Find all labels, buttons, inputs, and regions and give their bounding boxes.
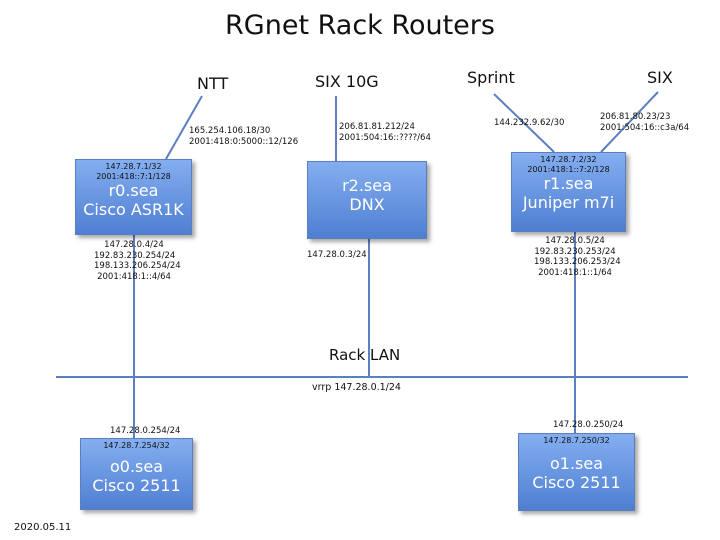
router-o1-model: Cisco 2511 xyxy=(532,472,621,492)
router-o0-name: o0.sea xyxy=(109,456,164,476)
router-r1-lan-ips: 147.28.0.5/24 192.83.230.253/24 198.133.… xyxy=(534,236,621,278)
router-r0-lan-ips: 147.28.0.4/24 192.83.230.254/24 198.133.… xyxy=(94,240,181,282)
link-ntt xyxy=(165,95,203,160)
diagram-title: RGnet Rack Routers xyxy=(225,10,495,41)
router-r2-name: r2.sea xyxy=(342,176,392,195)
router-r1[interactable]: 147.28.7.2/32 2001:418:1::7:2/128 r1.sea… xyxy=(511,152,626,232)
upstream-six10g: SIX 10G xyxy=(315,72,379,91)
link-six-addresses: 206.81.80.23/23 2001:504:16::c3a/64 xyxy=(600,112,690,133)
router-r2[interactable]: r2.sea DNX xyxy=(307,161,427,239)
rack-lan-label: Rack LAN xyxy=(329,346,401,364)
router-r1-name: r1.sea xyxy=(543,174,594,193)
link-six xyxy=(600,91,659,153)
router-o0-model: Cisco 2511 xyxy=(92,475,181,495)
upstream-ntt: NTT xyxy=(197,74,229,93)
router-r0-name: r0.sea xyxy=(108,181,159,200)
router-r2-lan-ips: 147.28.0.3/24 xyxy=(307,250,367,260)
router-o1-name: o1.sea xyxy=(549,453,604,473)
diagram-date: 2020.05.11 xyxy=(14,522,72,533)
link-ntt-addresses: 165.254.106.18/30 2001:418:0:5000::12/12… xyxy=(189,126,299,147)
upstream-sprint: Sprint xyxy=(467,68,515,87)
router-r0[interactable]: 147.28.7.1/32 2001:418::7:1/128 r0.sea C… xyxy=(75,159,192,235)
router-o1-lan-ips: 147.28.0.250/24 xyxy=(553,420,624,430)
link-sprint-addresses: 144.232.9.62/30 xyxy=(494,118,565,128)
router-r0-model: Cisco ASR1K xyxy=(83,200,184,219)
router-r2-model: DNX xyxy=(349,195,385,214)
router-o0[interactable]: 147.28.7.254/32 o0.sea Cisco 2511 xyxy=(80,438,193,510)
router-r1-model: Juniper m7i xyxy=(522,193,615,212)
upstream-six: SIX xyxy=(647,68,673,87)
link-sprint xyxy=(493,93,555,153)
router-o0-lan-ips: 147.28.0.254/24 xyxy=(110,426,181,436)
vrrp-address: vrrp 147.28.0.1/24 xyxy=(312,382,401,393)
link-six10g-addresses: 206.81.81.212/24 2001:504:16::????/64 xyxy=(339,122,431,143)
router-o1[interactable]: 147.28.7.250/32 o1.sea Cisco 2511 xyxy=(518,433,635,511)
